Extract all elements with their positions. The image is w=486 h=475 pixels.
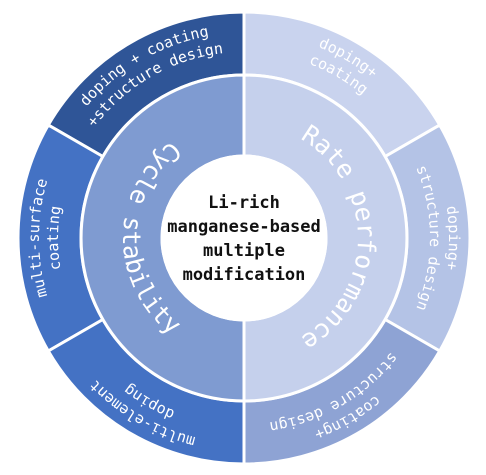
segment-label-line: coating [44,204,65,271]
center-title-line: Li-rich [208,193,280,213]
center-title-line: modification [183,265,306,285]
center-title-line: manganese-based [167,217,321,237]
center-circle [160,154,328,322]
segment-label-line: doping+ [443,205,463,272]
center-title-line: multiple [203,241,285,261]
